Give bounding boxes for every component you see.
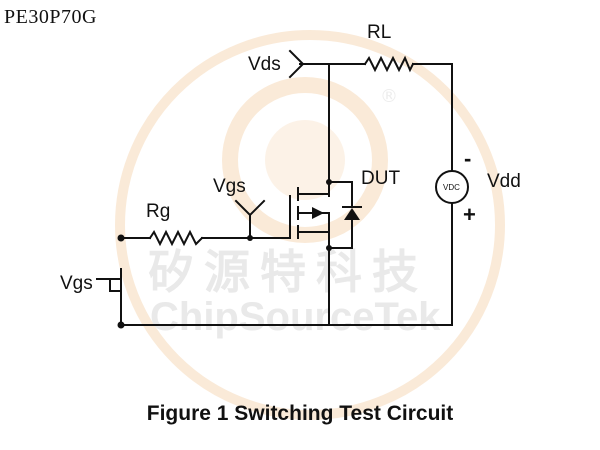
rg-label: Rg — [146, 201, 170, 222]
minus-sign: - — [464, 146, 471, 171]
vgs-pulse-symbol — [96, 278, 122, 292]
vgs-probe-label: Vgs — [213, 176, 246, 197]
rl-label: RL — [367, 22, 391, 43]
gate-input-terminal — [117, 234, 125, 242]
watermark-logo: ® 矽源特科技 ChipSourceTek — [115, 30, 505, 420]
dut-label: DUT — [361, 168, 400, 189]
vdc-circle — [435, 170, 469, 204]
vgs-probe — [234, 199, 266, 217]
part-number: PE30P70G — [4, 6, 97, 28]
rg-resistor — [148, 229, 204, 247]
figure-caption: Figure 1 Switching Test Circuit — [147, 402, 453, 425]
vds-probe — [288, 49, 305, 79]
watermark-core — [265, 120, 345, 200]
vdc-source: VDC — [435, 170, 469, 204]
watermark-registered-mark: ® — [380, 86, 398, 107]
vds-label: Vds — [248, 54, 281, 75]
terminal-dots — [117, 179, 332, 329]
watermark-english-text: ChipSourceTek — [150, 295, 441, 339]
body-arrow — [312, 207, 324, 219]
plus-sign: + — [463, 202, 476, 227]
vdc-label: VDC — [443, 183, 460, 192]
vgs-source-label: Vgs — [60, 273, 93, 294]
ground-terminal — [117, 321, 125, 329]
watermark-inner-ring — [222, 77, 388, 243]
rl-resistor — [363, 55, 415, 73]
watermark-chinese-text: 矽源特科技 — [148, 245, 428, 299]
watermark-outer-ring — [115, 30, 505, 420]
body-diode-triangle — [344, 208, 360, 220]
dut-mosfet — [289, 181, 362, 249]
probe-junction-dot — [247, 235, 253, 241]
vdd-label: Vdd — [487, 171, 521, 192]
